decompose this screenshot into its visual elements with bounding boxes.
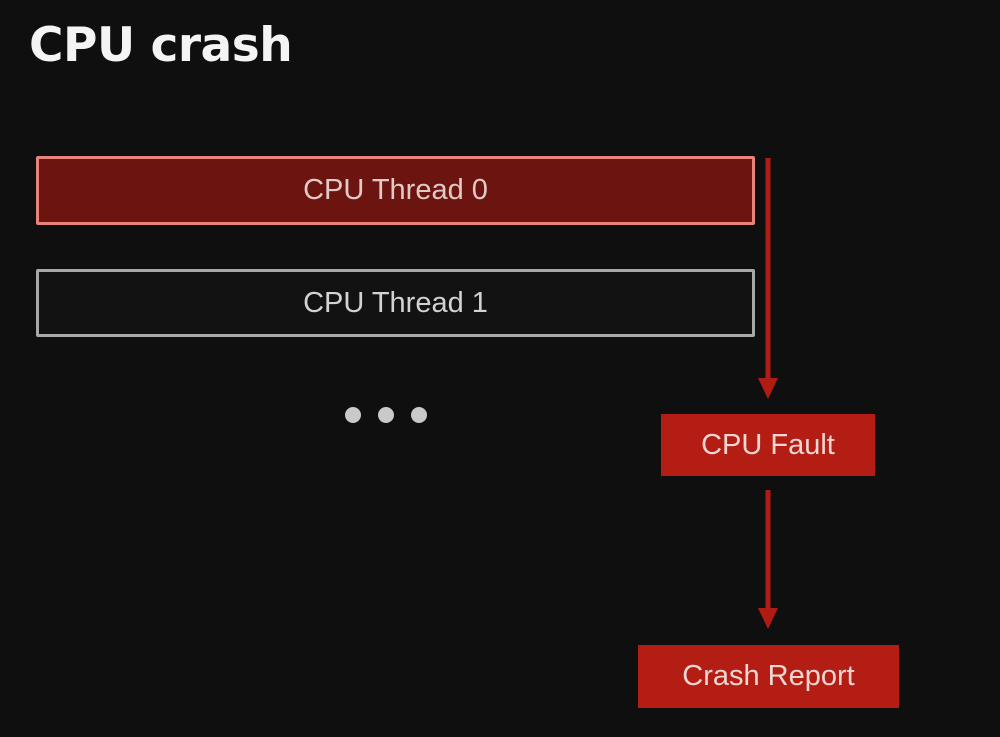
arrow-head <box>758 378 778 399</box>
ellipsis-dot <box>378 407 394 423</box>
cpu-fault-label: CPU Fault <box>701 428 835 461</box>
ellipsis-dot <box>345 407 361 423</box>
cpu-thread-0-bar: CPU Thread 0 <box>36 156 755 225</box>
arrow-head <box>758 608 778 629</box>
cpu-thread-1-bar: CPU Thread 1 <box>36 269 755 337</box>
crash-report-label: Crash Report <box>682 660 855 692</box>
more-threads-ellipsis <box>345 407 427 423</box>
slide-title: CPU crash <box>29 18 293 73</box>
ellipsis-dot <box>411 407 427 423</box>
cpu-fault-box: CPU Fault <box>661 414 875 476</box>
cpu-thread-0-label: CPU Thread 0 <box>303 174 488 206</box>
arrow-fault-to-report <box>758 490 778 629</box>
crash-report-box: Crash Report <box>638 645 899 708</box>
cpu-thread-1-label: CPU Thread 1 <box>303 286 488 319</box>
arrow-thread-to-fault <box>758 158 778 399</box>
